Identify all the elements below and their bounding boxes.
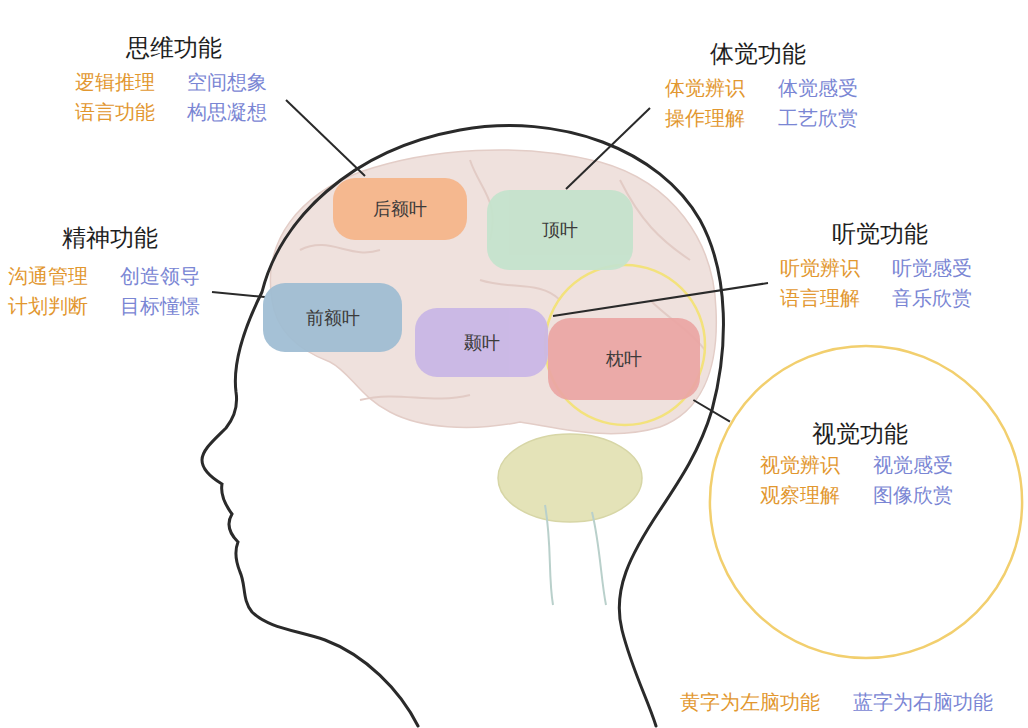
right-brain-function: 创造领导 bbox=[120, 264, 200, 288]
lobe-box: 后额叶 bbox=[333, 178, 467, 240]
right-brain-function: 视觉感受 bbox=[873, 452, 953, 479]
lobe-box: 枕叶 bbox=[548, 318, 700, 400]
highlight-circle bbox=[545, 265, 705, 425]
lobe-name: 颞叶 bbox=[464, 331, 500, 355]
left-brain-function: 操作理解 bbox=[665, 106, 745, 130]
function-title: 视觉功能 bbox=[812, 418, 908, 450]
lobe-name: 后额叶 bbox=[373, 197, 427, 221]
leader-line bbox=[286, 100, 365, 176]
left-brain-function: 逻辑推理 bbox=[75, 70, 155, 94]
function-title: 听觉功能 bbox=[832, 220, 928, 249]
legend-note: 黄字为左脑功能 bbox=[680, 690, 820, 714]
left-brain-function: 计划判断 bbox=[8, 294, 88, 318]
leader-line bbox=[212, 292, 265, 297]
right-brain-function: 图像欣赏 bbox=[873, 482, 953, 509]
lobe-box: 顶叶 bbox=[487, 190, 633, 270]
lobe-name: 枕叶 bbox=[606, 347, 642, 371]
brainstem-lines bbox=[545, 505, 606, 605]
right-brain-function: 音乐欣赏 bbox=[892, 286, 972, 310]
head-outline bbox=[202, 126, 723, 726]
circle-outline bbox=[708, 344, 1024, 660]
cerebellum bbox=[498, 434, 642, 522]
right-brain-function: 听觉感受 bbox=[892, 256, 972, 280]
function-title: 思维功能 bbox=[126, 34, 222, 63]
leader-connector bbox=[693, 400, 730, 422]
left-brain-function: 视觉辨识 bbox=[760, 452, 840, 479]
left-brain-function: 体觉辨识 bbox=[665, 76, 745, 100]
right-brain-function: 工艺欣赏 bbox=[778, 106, 858, 130]
right-brain-function: 体觉感受 bbox=[778, 76, 858, 100]
function-title: 体觉功能 bbox=[710, 40, 806, 69]
left-brain-function: 听觉辨识 bbox=[780, 256, 860, 280]
left-brain-function: 语言功能 bbox=[75, 100, 155, 124]
lobe-name: 前额叶 bbox=[306, 306, 360, 330]
function-title: 精神功能 bbox=[62, 224, 158, 253]
right-brain-function: 构思凝想 bbox=[187, 100, 267, 124]
lobe-box: 颞叶 bbox=[415, 308, 548, 377]
brain-gyri bbox=[300, 160, 705, 400]
leader-line bbox=[566, 108, 650, 189]
lobe-name: 顶叶 bbox=[542, 218, 578, 242]
function-circle: 视觉功能视觉辨识 视觉感受观察理解 图像欣赏 bbox=[708, 344, 1024, 660]
left-brain-function: 沟通管理 bbox=[8, 264, 88, 288]
left-brain-function: 语言理解 bbox=[780, 286, 860, 310]
lobe-box: 前额叶 bbox=[263, 283, 402, 352]
circle-outline bbox=[710, 346, 1022, 658]
left-brain-function: 观察理解 bbox=[760, 482, 840, 509]
leader-line bbox=[553, 283, 768, 316]
legend-note: 蓝字为右脑功能 bbox=[853, 690, 993, 714]
right-brain-function: 目标憧憬 bbox=[120, 294, 200, 318]
right-brain-function: 空间想象 bbox=[187, 70, 267, 94]
